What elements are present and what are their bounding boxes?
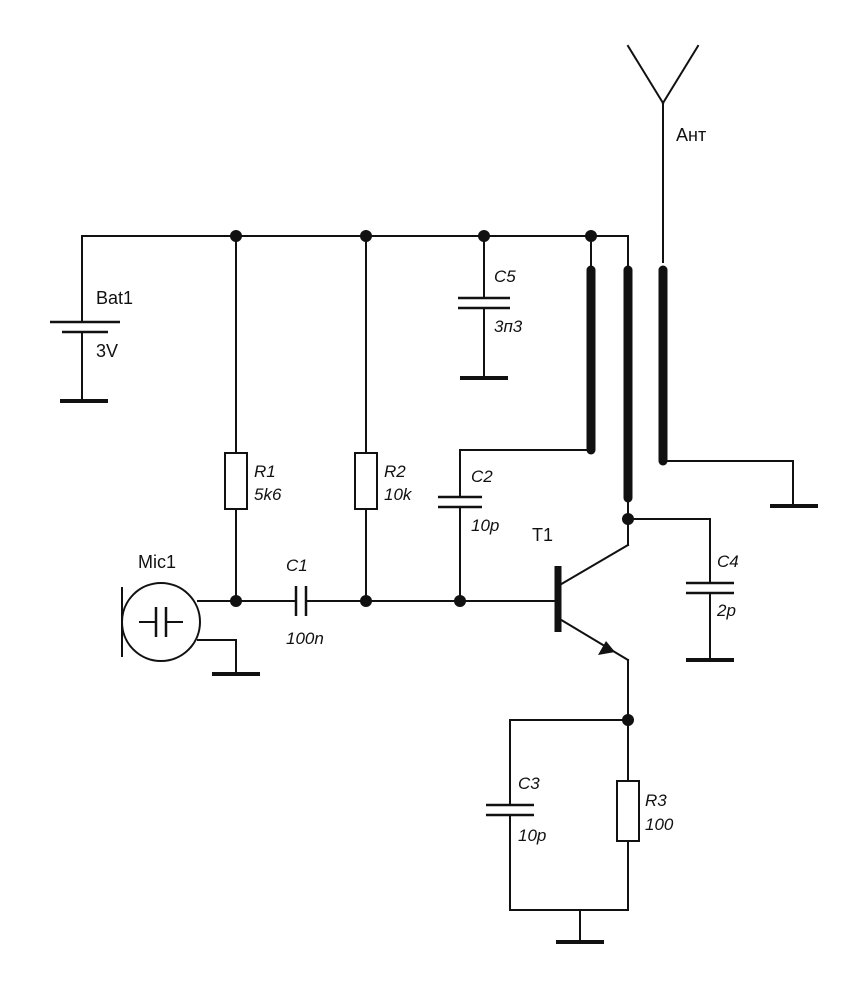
label-r3-value: 100 bbox=[645, 815, 674, 834]
transistor-t1 bbox=[554, 518, 630, 721]
label-c3-name: C3 bbox=[518, 774, 540, 793]
label-r1-value: 5k6 bbox=[254, 485, 282, 504]
capacitor-c5 bbox=[458, 235, 510, 380]
resistor-r1 bbox=[224, 235, 248, 602]
battery bbox=[50, 235, 120, 403]
label-c5-name: C5 bbox=[494, 267, 516, 286]
junction-dots bbox=[230, 230, 634, 726]
label-c2-value: 10p bbox=[471, 516, 499, 535]
coil-lines bbox=[586, 265, 818, 520]
label-transistor: T1 bbox=[532, 525, 553, 545]
supply-rail bbox=[81, 235, 629, 271]
label-r2-value: 10k bbox=[384, 485, 413, 504]
label-c4-value: 2p bbox=[716, 601, 736, 620]
label-c3-value: 10p bbox=[518, 826, 546, 845]
capacitor-c2 bbox=[438, 449, 592, 602]
label-c5-value: 3п3 bbox=[494, 317, 523, 336]
label-c4-name: C4 bbox=[717, 552, 739, 571]
label-c2-name: C2 bbox=[471, 467, 493, 486]
label-c1-name: C1 bbox=[286, 556, 308, 575]
label-r3-name: R3 bbox=[645, 791, 667, 810]
label-battery-value: 3V bbox=[96, 341, 118, 361]
resistor-r2 bbox=[354, 235, 378, 602]
label-r1-name: R1 bbox=[254, 462, 276, 481]
label-battery-name: Bat1 bbox=[96, 288, 133, 308]
label-mic: Mic1 bbox=[138, 552, 176, 572]
capacitor-c4 bbox=[627, 518, 734, 662]
label-r2-name: R2 bbox=[384, 462, 406, 481]
label-antenna: Ант bbox=[676, 125, 706, 145]
emitter-network bbox=[486, 719, 640, 944]
label-c1-value: 100n bbox=[286, 629, 324, 648]
antenna bbox=[626, 44, 700, 263]
microphone bbox=[121, 582, 260, 676]
capacitor-c1 bbox=[235, 586, 556, 616]
